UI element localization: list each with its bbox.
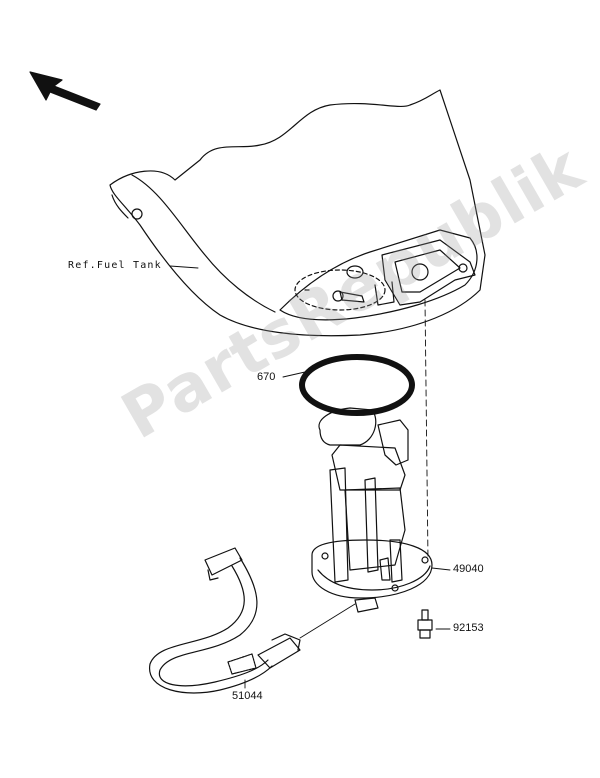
leader-lines: [169, 265, 451, 689]
o-ring-670: [299, 354, 415, 416]
part-number-670: 670: [257, 371, 276, 383]
front-direction-arrow-icon: [29, 71, 101, 111]
part-number-92153: 92153: [453, 622, 484, 634]
fuel-pump-49040: [311, 407, 433, 613]
fuel-tank-outline: [109, 89, 486, 337]
ref-fuel-tank-label: Ref.Fuel Tank: [68, 260, 162, 271]
part-number-51044: 51044: [232, 690, 263, 702]
part-number-49040: 49040: [453, 563, 484, 575]
fuel-hose-51044: [149, 547, 301, 694]
bolt-92153: [417, 609, 433, 639]
